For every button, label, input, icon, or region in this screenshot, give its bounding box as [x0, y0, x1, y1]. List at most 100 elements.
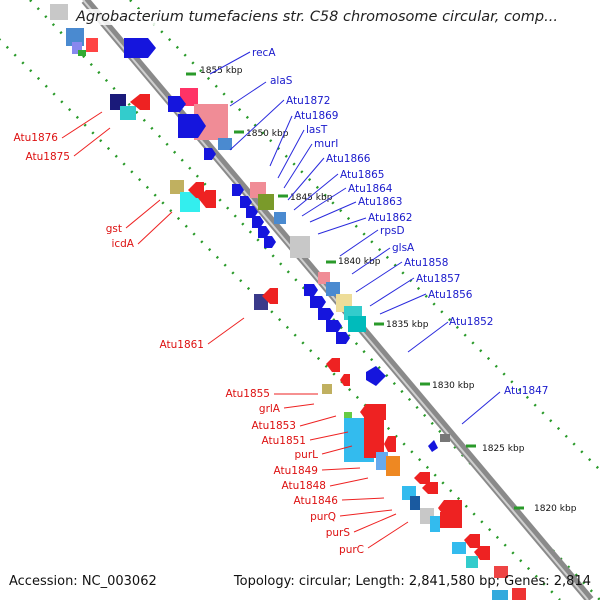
gene-label: Atu1866	[326, 153, 371, 165]
leader-line	[301, 187, 347, 217]
leader-line	[209, 51, 251, 75]
gene-arrow	[340, 374, 350, 386]
gene-arrow	[414, 472, 430, 484]
gene-block	[180, 88, 198, 106]
leader-line	[309, 201, 357, 223]
gene-block	[66, 28, 84, 46]
gene-arrow	[246, 206, 258, 218]
gene-label: purC	[339, 544, 364, 556]
gene-label: Atu1875	[26, 151, 71, 163]
leader-line	[293, 173, 339, 211]
gene-arrow	[168, 96, 186, 112]
leader-line	[329, 477, 369, 487]
gene-arrow	[464, 534, 480, 548]
gene-label: lasT	[306, 124, 328, 136]
gene-block	[440, 512, 462, 528]
gene-label: Atu1863	[358, 196, 403, 208]
gene-arrow	[252, 216, 264, 228]
gene-label: Atu1864	[348, 183, 393, 195]
gene-label: Atu1848	[282, 480, 327, 492]
gene-block	[50, 4, 68, 20]
gene-label: glsA	[392, 242, 415, 254]
gene-label: Atu1852	[449, 316, 494, 328]
leader-line	[367, 521, 409, 549]
gene-arrow	[232, 184, 244, 196]
leader-line	[379, 293, 427, 315]
leader-line	[73, 127, 111, 157]
leader-line	[321, 445, 353, 455]
gene-label: Atu1865	[340, 169, 385, 181]
gene-label: recA	[252, 47, 276, 59]
gene-label: Atu1857	[416, 273, 461, 285]
gene-arrow	[262, 288, 278, 304]
gene-block	[326, 282, 340, 296]
leader-line	[137, 211, 173, 245]
gene-arrow	[422, 482, 438, 494]
gene-block	[440, 434, 450, 442]
gene-arrow	[366, 366, 386, 386]
leader-line	[341, 497, 385, 501]
gene-arrow	[304, 284, 318, 296]
tick-label: 1825 kbp	[482, 444, 525, 454]
gene-block	[72, 42, 82, 54]
gene-arrow	[318, 308, 334, 320]
gene-block	[386, 456, 400, 476]
leader-line	[309, 431, 349, 441]
leader-line	[299, 415, 337, 427]
track-guide	[129, 0, 600, 472]
leader-line	[207, 317, 245, 345]
gene-block	[512, 588, 526, 600]
leader-line	[61, 111, 103, 139]
genome-summary: Topology: circular; Length: 2,841,580 bp…	[233, 574, 591, 589]
genome-backbone-highlight	[82, 0, 589, 600]
gene-block	[376, 452, 388, 470]
gene-label: Atu1869	[294, 110, 339, 122]
gene-label: Atu1856	[428, 289, 473, 301]
gene-label: gst	[106, 223, 122, 235]
gene-block	[466, 556, 478, 568]
leader-line	[283, 403, 315, 409]
tick-label: 1820 kbp	[534, 504, 577, 514]
gene-label: purL	[295, 449, 319, 461]
gene-arrow	[326, 358, 340, 372]
gene-label: Atu1876	[14, 132, 59, 144]
gene-label: Atu1846	[294, 495, 339, 507]
tick-label: 1835 kbp	[386, 320, 429, 330]
gene-block	[452, 542, 466, 554]
gene-arrow	[124, 38, 156, 58]
gene-block	[492, 590, 508, 600]
gene-block	[86, 38, 98, 52]
leader-line	[339, 509, 393, 517]
leader-line	[461, 391, 501, 425]
gene-label: purQ	[310, 511, 336, 523]
gene-label: Atu1872	[286, 95, 331, 107]
tick-label: 1840 kbp	[338, 257, 381, 267]
gene-label: murI	[314, 138, 338, 150]
minus-leader-lines	[61, 111, 409, 549]
gene-arrow	[326, 320, 342, 332]
gene-block	[318, 272, 330, 284]
minus-gene-labels: Atu1876Atu1875gsticdAAtu1861Atu1855grlAA…	[14, 132, 365, 556]
gene-label: Atu1858	[404, 257, 449, 269]
gene-label: Atu1861	[160, 339, 205, 351]
leader-line	[229, 99, 285, 151]
gene-label: Atu1853	[252, 420, 297, 432]
gene-block	[290, 236, 310, 258]
leader-line	[277, 129, 305, 179]
gene-block	[258, 194, 274, 210]
gene-label: grlA	[259, 403, 281, 415]
tick-label: 1855 kbp	[200, 66, 243, 76]
leader-line	[407, 321, 449, 353]
gene-block	[218, 138, 232, 150]
leader-line	[269, 115, 293, 167]
leader-line	[125, 199, 161, 229]
gene-arrow	[240, 196, 252, 208]
plus-gene-labels: recAalaSAtu1872Atu1869lasTmurIAtu1866Atu…	[252, 47, 549, 397]
gene-arrow	[204, 148, 216, 160]
gene-block	[78, 50, 86, 56]
leader-line	[351, 247, 391, 275]
gene-arrow	[258, 226, 270, 238]
gene-block	[348, 316, 366, 332]
leader-line	[287, 157, 325, 201]
